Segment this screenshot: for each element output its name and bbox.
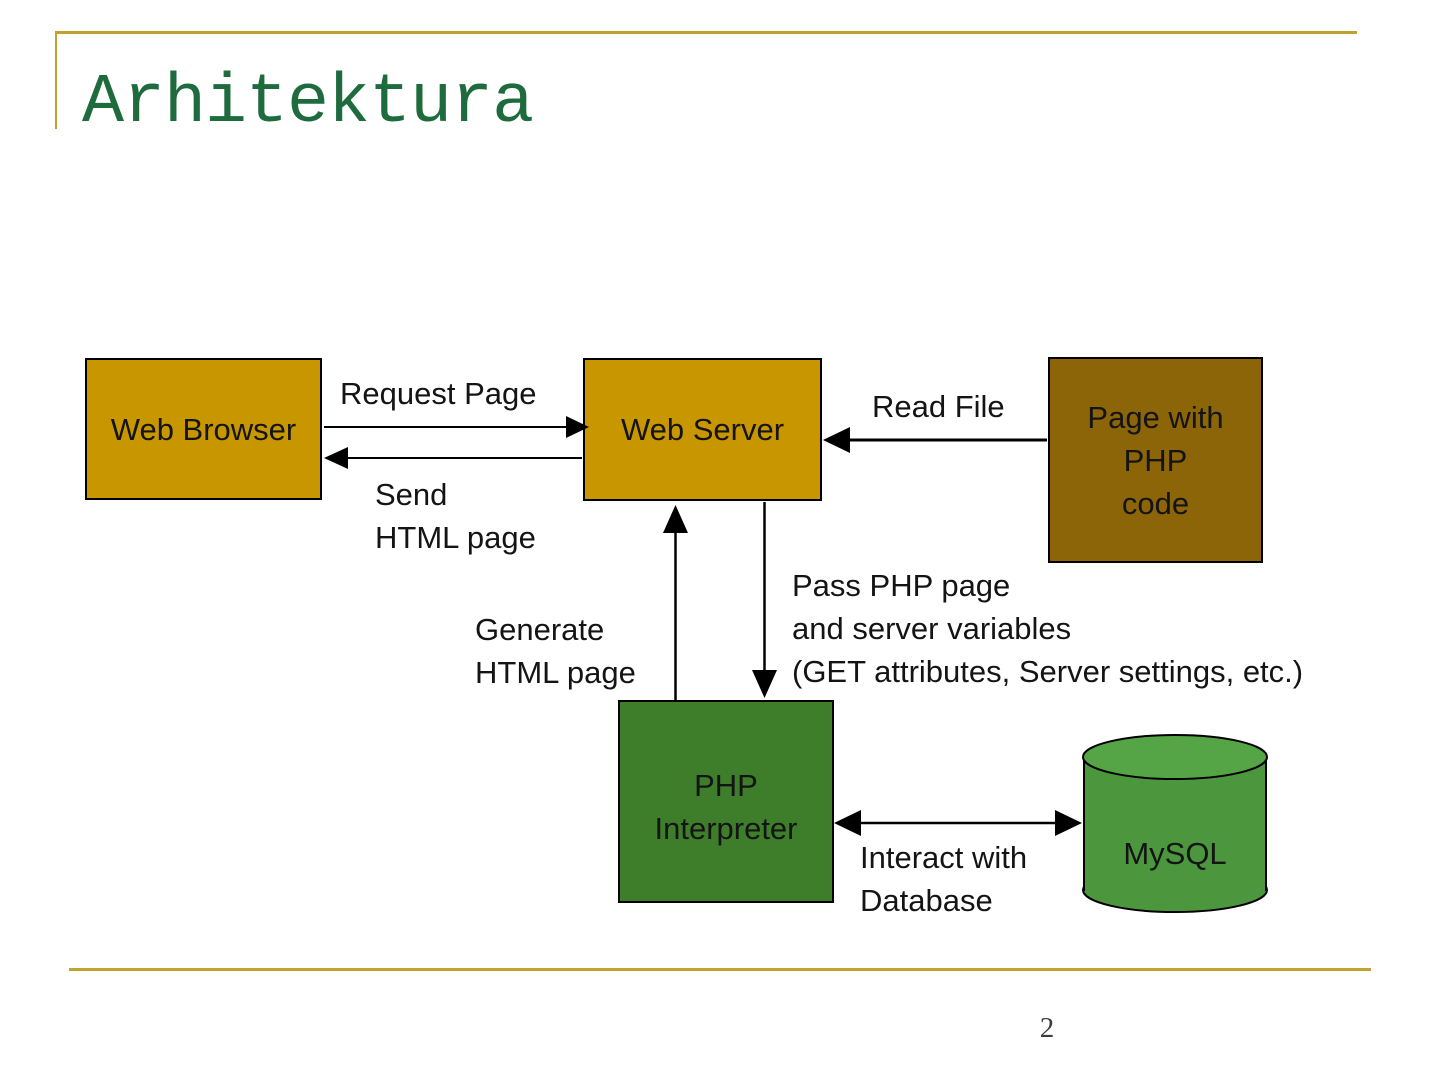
title-left-gold-rule xyxy=(55,31,57,129)
node-web-server: Web Server xyxy=(583,358,822,501)
node-php-page: Page with PHP code xyxy=(1048,357,1263,563)
node-php-interpreter-label: PHP Interpreter xyxy=(654,767,798,846)
edge-label-generate-html: Generate HTML page xyxy=(475,612,636,690)
slide-title: Arhitektura xyxy=(82,64,534,143)
node-web-browser-label: Web Browser xyxy=(110,411,297,447)
edge-label-pass-php-page: Pass PHP page and server variables (GET … xyxy=(792,568,1304,689)
node-mysql-label: MySQL xyxy=(1123,836,1227,871)
edge-label-interact-database: Interact with Database xyxy=(860,840,1028,918)
node-web-server-label: Web Server xyxy=(620,412,785,447)
arrow-send-html-page xyxy=(324,447,582,469)
arrow-request-page xyxy=(324,416,589,438)
edge-label-request-page: Request Page xyxy=(340,376,537,411)
node-php-interpreter: PHP Interpreter xyxy=(618,700,834,903)
edge-label-send-html-page: Send HTML page xyxy=(375,477,536,555)
edge-label-read-file: Read File xyxy=(872,389,1005,424)
node-php-page-label: Page with PHP code xyxy=(1087,399,1224,521)
arrow-interact-database xyxy=(834,810,1082,836)
arrow-read-file xyxy=(823,427,1047,453)
page-number: 2 xyxy=(1039,1012,1055,1044)
arrow-generate-html xyxy=(663,505,688,700)
arrow-pass-php-page xyxy=(752,502,777,698)
node-web-browser: Web Browser xyxy=(85,358,322,500)
bottom-gold-rule xyxy=(69,968,1371,971)
top-gold-rule xyxy=(55,31,1357,34)
mysql-cylinder-shape xyxy=(1082,734,1268,913)
